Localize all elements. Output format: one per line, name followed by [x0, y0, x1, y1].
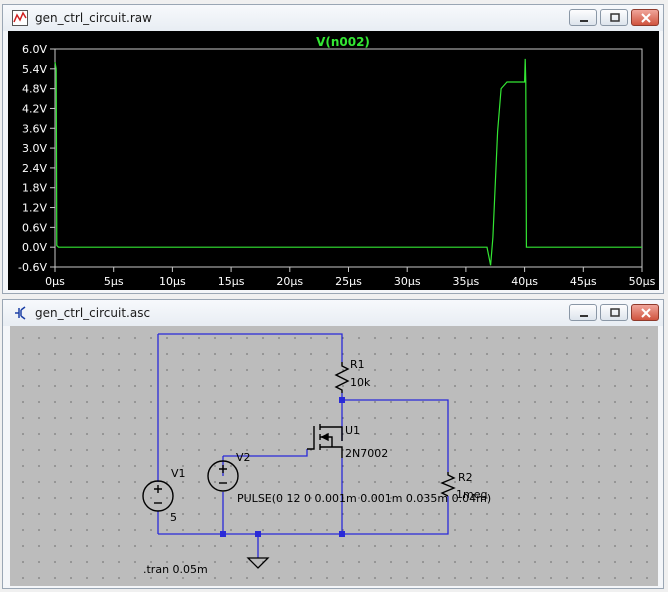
v1-name-label[interactable]: V1 [171, 467, 186, 480]
v1-value-label[interactable]: 5 [170, 511, 177, 524]
y-tick-label: 5.4V [22, 63, 47, 76]
minimize-button[interactable] [569, 9, 597, 26]
waveform-window: gen_ctrl_circuit.raw V(n002) 6.0V 5.4V 4.8… [2, 4, 664, 294]
schematic-window: gen_ctrl_circuit.asc [2, 299, 664, 589]
schematic-titlebar[interactable]: gen_ctrl_circuit.asc [3, 300, 663, 326]
x-tick-label: 45µs [570, 275, 597, 288]
maximize-button[interactable] [600, 9, 628, 26]
waveform-chart: V(n002) 6.0V 5.4V 4.8V 4.2V 3.6V 3.0V 2.4V 1.8V… [18, 35, 656, 288]
x-tick-label: 50µs [629, 275, 656, 288]
tran-directive[interactable]: .tran 0.05m [143, 563, 208, 576]
y-tick-label: 2.4V [22, 162, 47, 175]
x-tick-label: 25µs [335, 275, 362, 288]
y-tick-label: 4.2V [22, 102, 47, 115]
r2-name-label[interactable]: R2 [458, 471, 473, 484]
y-tick-label: 3.0V [22, 142, 47, 155]
maximize-button[interactable] [600, 304, 628, 321]
x-tick-label: 5µs [104, 275, 124, 288]
y-tick-label: 1.8V [22, 182, 47, 195]
y-tick-label: 6.0V [22, 43, 47, 56]
schematic-drawing: R1 10k U1 2N7002 V1 5 [142, 333, 491, 576]
y-tick-label: 1.2V [22, 202, 47, 215]
r1-name-label[interactable]: R1 [350, 358, 365, 371]
waveform-plot-pane[interactable]: V(n002) 6.0V 5.4V 4.8V 4.2V 3.6V 3.0V 2.4V 1.8V… [8, 31, 659, 290]
x-tick-label: 40µs [511, 275, 538, 288]
y-tick-label: 3.6V [22, 122, 47, 135]
y-tick-label: -0.6V [18, 261, 47, 274]
u1-name-label[interactable]: U1 [345, 424, 360, 437]
schematic-canvas[interactable]: R1 10k U1 2N7002 V1 5 [10, 326, 658, 586]
close-button[interactable] [631, 9, 659, 26]
wires[interactable] [157, 333, 449, 558]
resistor-r1-symbol[interactable] [334, 362, 350, 393]
voltage-source-v2-symbol[interactable] [207, 460, 239, 492]
close-icon [641, 308, 651, 318]
close-button[interactable] [631, 304, 659, 321]
u1-model-label[interactable]: 2N7002 [345, 447, 388, 460]
y-tick-label: 0.6V [22, 221, 47, 234]
x-tick-label: 35µs [453, 275, 480, 288]
x-tick-label: 10µs [159, 275, 186, 288]
minimize-icon [580, 315, 588, 317]
minimize-icon [580, 20, 588, 22]
waveform-window-title: gen_ctrl_circuit.raw [35, 11, 152, 25]
minimize-button[interactable] [569, 304, 597, 321]
x-tick-label: 15µs [218, 275, 245, 288]
restore-icon [610, 13, 620, 22]
r2-value-label[interactable]: 1meg [456, 488, 487, 501]
trace-label[interactable]: V(n002) [316, 35, 370, 49]
v2-value-label[interactable]: PULSE(0 12 0 0.001m 0.001m 0.035m 0.04m) [237, 492, 491, 505]
schematic-window-title: gen_ctrl_circuit.asc [35, 306, 151, 320]
waveform-titlebar[interactable]: gen_ctrl_circuit.raw [3, 5, 663, 31]
close-icon [641, 13, 651, 23]
trace-line-v-n002[interactable] [54, 58, 642, 266]
voltage-source-v1-symbol[interactable] [142, 480, 174, 512]
restore-icon [610, 308, 620, 317]
waveform-app-icon [12, 10, 28, 26]
r1-value-label[interactable]: 10k [350, 376, 371, 389]
x-tick-label: 0µs [45, 275, 65, 288]
schematic-app-icon [15, 306, 26, 320]
x-tick-label: 20µs [276, 275, 303, 288]
y-tick-label: 4.8V [22, 83, 47, 96]
junction-dots [220, 397, 345, 537]
x-tick-label: 30µs [394, 275, 421, 288]
y-tick-label: 0.0V [22, 241, 47, 254]
resistor-r2-symbol[interactable] [440, 472, 456, 497]
plot-frame [54, 48, 643, 268]
ground-symbol[interactable] [246, 557, 270, 569]
v2-name-label[interactable]: V2 [236, 451, 251, 464]
mosfet-u1-symbol[interactable] [307, 424, 343, 458]
